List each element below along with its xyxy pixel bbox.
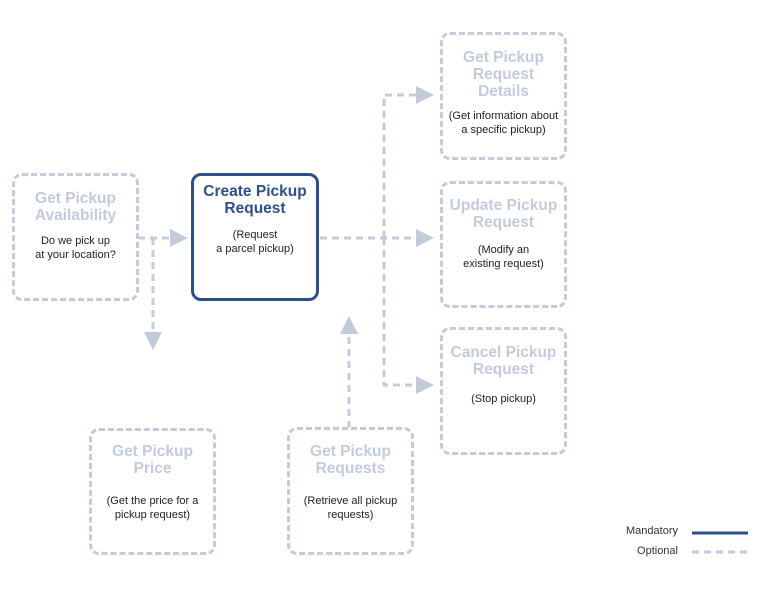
node-title: Get Pickup Request Details [463,49,544,100]
arrowhead-details [416,86,434,104]
node-title: Create Pickup Request [203,183,307,217]
legend-mandatory-label: Mandatory [626,525,678,537]
node-get-pickup-request-details[interactable]: Get Pickup Request Details (Get informat… [440,32,567,160]
node-create-pickup-request[interactable]: Create Pickup Request (Request a parcel … [191,173,319,301]
node-description: (Get the price for a pickup request) [106,495,199,521]
node-title: Update Pickup Request [449,197,558,231]
edge-create-to-details [382,93,420,238]
edge-create-to-cancel [382,238,420,387]
node-description: Do we pick up at your location? [35,235,116,261]
arrowhead-cancel [416,376,434,394]
node-description: (Retrieve all pickup requests) [303,495,398,521]
node-title: Get Pickup Requests [310,443,391,477]
node-description: (Request a parcel pickup) [216,229,294,255]
node-update-pickup-request[interactable]: Update Pickup Request (Modify an existin… [440,181,567,308]
node-cancel-pickup-request[interactable]: Cancel Pickup Request (Stop pickup) [440,327,567,455]
node-title: Get Pickup Price [112,443,193,477]
arrowhead-create [170,229,188,247]
node-description: (Modify an existing request) [463,244,544,270]
node-title: Get Pickup Availability [34,190,117,224]
node-get-pickup-requests[interactable]: Get Pickup Requests (Retrieve all pickup… [287,427,414,555]
node-description: (Get information about a specific pickup… [448,110,559,136]
node-get-pickup-price[interactable]: Get Pickup Price (Get the price for a pi… [89,428,216,555]
node-description: (Stop pickup) [471,393,536,405]
arrowhead-requests-up [340,316,358,334]
arrowhead-price [144,332,162,350]
arrowhead-update [416,229,434,247]
node-title: Cancel Pickup Request [450,344,557,378]
legend-optional-label: Optional [637,545,678,557]
node-get-pickup-availability[interactable]: Get Pickup Availability Do we pick up at… [12,173,139,301]
